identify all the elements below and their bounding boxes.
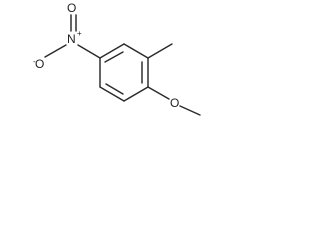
chemical-structure-canvas: N + O O - O xyxy=(0,0,223,138)
molecule-svg: N + O O - O xyxy=(33,1,201,116)
nitro-nitrogen-charge: + xyxy=(77,29,82,38)
ring-inner-bond-3 xyxy=(105,83,124,95)
ring-bond-2 xyxy=(123,43,149,59)
nitro-oxygen-left-label: O xyxy=(35,57,44,71)
ring-inner-bond-1 xyxy=(104,51,124,63)
nitro-nitrogen-label: N xyxy=(67,32,76,46)
methoxy-o-bond xyxy=(147,86,170,100)
ring-bond-1 xyxy=(99,43,125,59)
methoxy-methyl-bond xyxy=(179,105,201,116)
nitro-left-bond xyxy=(44,44,67,58)
nitro-oxygen-top-label: O xyxy=(67,1,76,15)
nitro-ring-bond xyxy=(77,44,101,59)
ring-bond-4 xyxy=(123,86,149,102)
nitro-oxygen-left-charge: - xyxy=(33,57,36,66)
methoxy-oxygen-label: O xyxy=(170,96,179,110)
ring-bond-5 xyxy=(99,86,125,102)
methyl-bond xyxy=(147,43,173,59)
